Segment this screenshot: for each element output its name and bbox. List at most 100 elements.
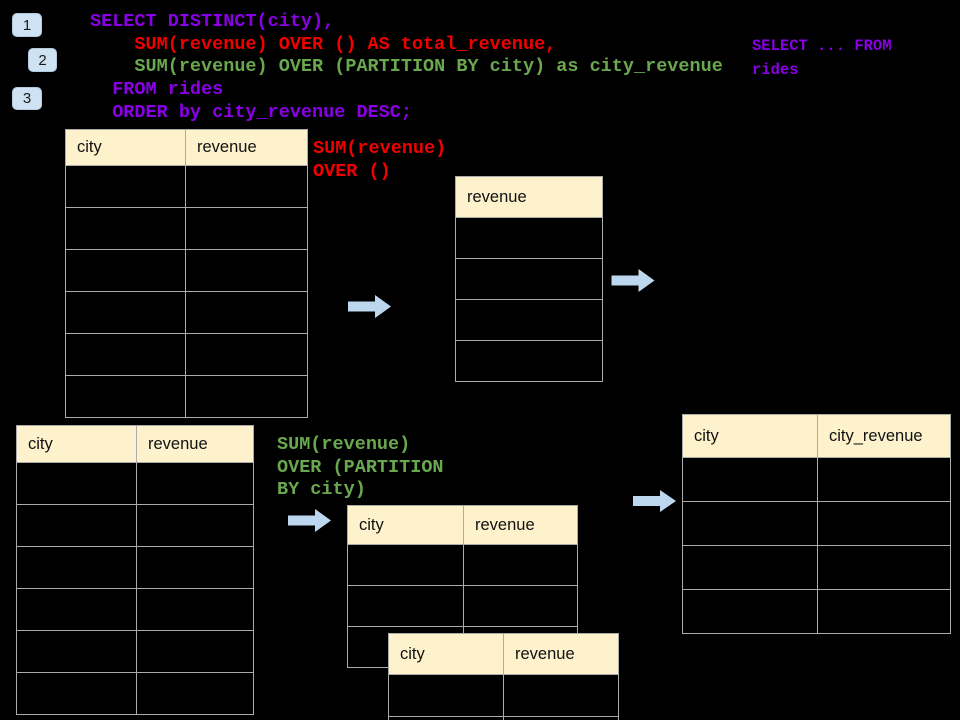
- column-header-revenue: revenue: [463, 505, 578, 545]
- table-cell: [682, 457, 818, 502]
- column-header-city: city: [682, 414, 818, 458]
- code-line: SUM(revenue) OVER () AS total_revenue,: [90, 33, 557, 55]
- table-cell: [65, 249, 186, 292]
- table-cell: [347, 544, 464, 586]
- table-cell: [136, 630, 254, 673]
- table-cell: [136, 672, 254, 715]
- column-header-city_revenue: city_revenue: [817, 414, 951, 458]
- table-cell: [16, 672, 137, 715]
- table-cell: [16, 588, 137, 631]
- sql-query-code: SELECT DISTINCT(city), SUM(revenue) OVER…: [90, 11, 723, 125]
- table-cell: [682, 545, 818, 590]
- table-cell: [817, 545, 951, 590]
- table-row: [16, 504, 254, 547]
- table-row: [65, 291, 308, 334]
- column-header-city: city: [347, 505, 464, 545]
- table-cell: [463, 544, 578, 586]
- table-cell: [16, 546, 137, 589]
- table-row: [16, 672, 254, 715]
- column-header-city: city: [16, 425, 137, 463]
- table-row: [65, 207, 308, 250]
- table-cell: [136, 546, 254, 589]
- total-revenue-annotation: SUM(revenue)OVER (): [313, 138, 446, 183]
- table-cell: [503, 674, 619, 717]
- table-cell: [16, 462, 137, 505]
- table-row: [16, 630, 254, 673]
- table-cell: [503, 716, 619, 720]
- table-row: [388, 674, 619, 717]
- table-cell: [16, 504, 137, 547]
- flow-arrow-4-icon: [633, 489, 677, 513]
- code-line: SUM(revenue) OVER (PARTITION BY city) as…: [90, 56, 723, 78]
- code-line: SUM(revenue): [313, 138, 447, 159]
- code-line: ORDER by city_revenue DESC;: [90, 101, 412, 123]
- table-cell: [65, 291, 186, 334]
- table-row: [65, 375, 308, 418]
- column-header-city: city: [65, 129, 186, 166]
- column-header-city: city: [388, 633, 504, 675]
- table-cell: [136, 588, 254, 631]
- table-cell: [347, 585, 464, 627]
- table-cell: [463, 585, 578, 627]
- table-cell: [16, 630, 137, 673]
- table-row: [16, 588, 254, 631]
- table-cell: [185, 249, 308, 292]
- code-line: BY city): [277, 479, 366, 501]
- table-cell: [136, 504, 254, 547]
- table-cell: [65, 375, 186, 418]
- table-row: [16, 462, 254, 505]
- flow-arrow-2-icon: [611, 268, 656, 293]
- table-cell: [817, 501, 951, 546]
- table-cell: [455, 299, 603, 341]
- column-header-revenue: revenue: [136, 425, 254, 463]
- table-cell: [455, 217, 603, 259]
- total-revenue-result-table: revenue: [455, 176, 603, 382]
- table-cell: [185, 165, 308, 208]
- flow-arrow-1-icon: [348, 294, 392, 319]
- code-line: rides: [752, 60, 799, 79]
- table-row: [682, 589, 951, 634]
- header-row: revenue: [455, 176, 603, 218]
- table-cell: [65, 333, 186, 376]
- table-cell: [388, 674, 504, 717]
- step-badge-1: 1: [12, 13, 42, 37]
- table-cell: [388, 716, 504, 720]
- table-row: [65, 165, 308, 208]
- step-badge-3: 3: [12, 87, 42, 110]
- code-line: SELECT ... FROM: [752, 37, 892, 55]
- table-cell: [185, 333, 308, 376]
- table-cell: [682, 501, 818, 546]
- flow-arrow-3-icon: [288, 508, 332, 533]
- step-badge-2: 2: [28, 48, 57, 72]
- code-line: OVER (): [313, 160, 391, 182]
- table-cell: [817, 457, 951, 502]
- table-cell: [185, 291, 308, 334]
- code-line: SELECT DISTINCT(city),: [90, 11, 335, 32]
- table-row: [347, 585, 578, 627]
- table-cell: [65, 207, 186, 250]
- table-cell: [136, 462, 254, 505]
- table-cell: [455, 258, 603, 300]
- table-cell: [185, 375, 308, 418]
- table-row: [682, 457, 951, 502]
- table-row: [347, 544, 578, 586]
- from-rides-note: SELECT ... FROM rides: [752, 35, 892, 82]
- code-line: FROM rides: [90, 79, 224, 101]
- table-row: [682, 501, 951, 546]
- table-row: [388, 716, 619, 720]
- table-row: [455, 340, 603, 382]
- code-line: SUM(revenue): [277, 434, 411, 455]
- table-cell: [682, 589, 818, 634]
- table-row: [65, 333, 308, 376]
